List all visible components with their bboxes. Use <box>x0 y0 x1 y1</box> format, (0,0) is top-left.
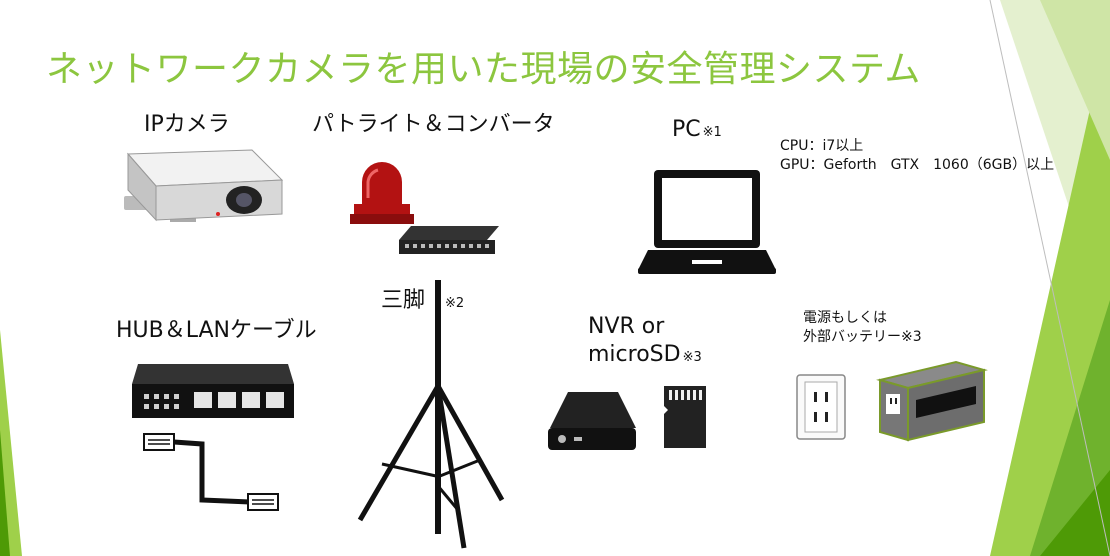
pc-note-mark: ※1 <box>702 125 722 140</box>
network-hub-icon <box>132 364 294 418</box>
ip-camera-label: IPカメラ <box>144 112 230 137</box>
tripod-label-text: 三脚 <box>381 288 426 313</box>
rotating-warning-light-icon <box>350 162 414 224</box>
slide-title: ネットワークカメラを用いた現場の安全管理システム <box>46 49 921 90</box>
storage-label-line2: microSD <box>588 341 681 367</box>
hub-label: HUB＆LANケーブル <box>116 318 317 343</box>
lan-cable-icon <box>143 433 279 511</box>
pc-label: PC※1 <box>672 116 722 144</box>
microsd-card-icon <box>664 386 706 448</box>
converter-device-icon <box>399 226 499 254</box>
security-camera-icon <box>124 149 284 222</box>
storage-label-line1: NVR or <box>588 314 665 339</box>
laptop-icon <box>638 170 776 274</box>
wall-outlet-icon <box>796 374 846 440</box>
storage-note-mark: ※3 <box>682 349 702 365</box>
patlite-label: パトライト＆コンバータ <box>312 112 555 137</box>
storage-label: NVR or microSD※3 <box>588 313 702 368</box>
pc-specs: CPU：i7以上 GPU：Geforth GTX 1060（6GB）以上 <box>780 137 1054 175</box>
power-label-line1: 電源もしくは <box>803 310 887 326</box>
tripod-note-mark: ※2 <box>445 296 465 311</box>
pc-spec-cpu: CPU：i7以上 <box>780 138 864 154</box>
nvr-drive-icon <box>548 392 636 450</box>
pc-label-text: PC <box>672 117 701 142</box>
power-label: 電源もしくは 外部バッテリー※3 <box>803 309 922 347</box>
tripod-label: 三脚 ※2 <box>381 287 464 315</box>
power-label-line2: 外部バッテリー※3 <box>803 328 922 345</box>
pc-spec-gpu: GPU：Geforth GTX 1060（6GB）以上 <box>780 156 1055 173</box>
tripod-icon <box>357 280 505 549</box>
external-battery-icon <box>876 360 988 442</box>
